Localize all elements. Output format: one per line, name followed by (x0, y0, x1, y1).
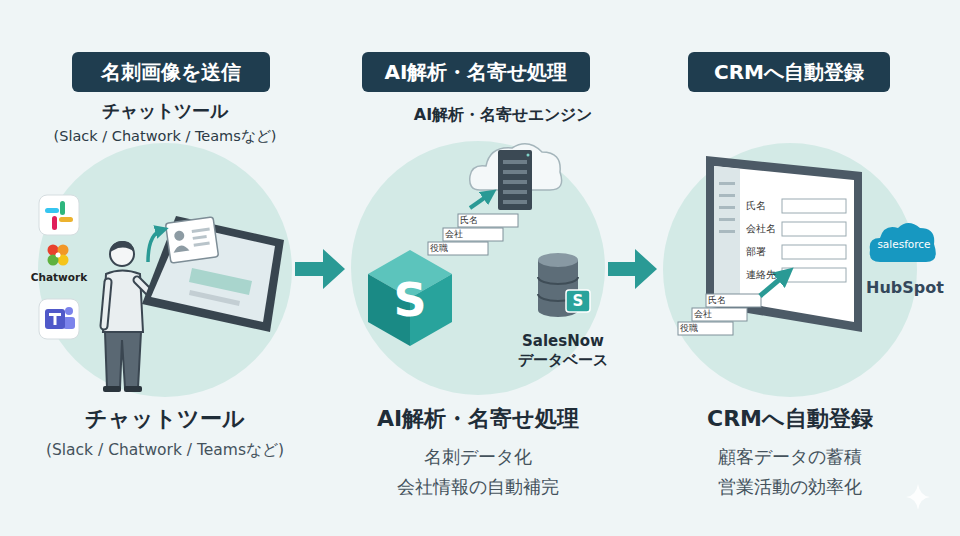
node-text: (Slack / Chatwork / Teamsなど) (35, 441, 295, 460)
illustration-label: 会社名 (746, 222, 782, 236)
node-text: チャットツール (35, 100, 295, 123)
database-node: SalesNow データベース (513, 252, 613, 372)
node-text: AI解析・名寄せエンジン (378, 105, 628, 125)
node-text: AI解析・名寄せ処理 (348, 405, 608, 433)
step-title: AI解析・名寄せ処理 (362, 52, 590, 92)
node-text: 顧客データの蓄積 (660, 446, 920, 469)
node-text: 名刺データ化 (348, 446, 608, 469)
illustration-label: 氏名 (746, 199, 782, 213)
step-title: CRMへ自動登録 (688, 52, 890, 92)
illustration-label: salesforce (868, 237, 940, 251)
flow-arrow (295, 249, 345, 289)
database-label: SalesNow データベース (513, 332, 613, 370)
step-circle: チャットツール (Slack / Chatwork / Teamsなど) チャットツ… (35, 100, 295, 500)
node-text: CRMへ自動登録 (660, 405, 920, 433)
flow-arrow (608, 249, 657, 289)
illustration-label: S (566, 290, 590, 312)
cylinder-band (538, 277, 578, 284)
illustration-label: Chatwork (26, 271, 92, 284)
illustration-label: 部署 (746, 245, 782, 259)
circle-shape (660, 100, 920, 500)
step-title: 名刺画像を送信 (72, 52, 270, 92)
step-header: CRMへ自動登録 (688, 52, 890, 92)
cylinder-shape (513, 252, 613, 322)
circle-shape (35, 100, 295, 500)
illustration-label: 役職 (680, 322, 710, 335)
cylinder-band (538, 294, 578, 301)
illustration-label: HubSpot (862, 278, 948, 298)
illustration-label: S (380, 272, 440, 328)
cylinder-top (538, 253, 578, 267)
node-text: (Slack / Chatwork / Teamsなど) (35, 127, 295, 145)
illustration-label: 役職 (430, 242, 460, 255)
cylinder-body (538, 260, 578, 317)
circle-fill (663, 143, 917, 397)
step-header: 名刺画像を送信 (72, 52, 270, 92)
node-text: チャットツール (35, 405, 295, 433)
node-text: 営業活動の効率化 (660, 476, 920, 499)
step-circle: AI解析・名寄せエンジンAI解析・名寄せ処理名刺データ化会社情報の自動補完Sal… (348, 100, 608, 500)
step-circle: CRMへ自動登録顧客データの蓄積営業活動の効率化 (660, 100, 920, 500)
sparkle-mark (906, 484, 930, 510)
illustration-label: 氏名 (708, 294, 738, 307)
circle-fill (38, 143, 292, 397)
illustration-label: 連絡先 (746, 268, 782, 282)
node-text: 会社情報の自動補完 (348, 476, 608, 499)
illustration-label: 会社 (694, 308, 724, 321)
step-header: AI解析・名寄せ処理 (362, 52, 590, 92)
illustration-label: 会社 (445, 228, 475, 241)
illustration-label: 氏名 (460, 214, 490, 227)
